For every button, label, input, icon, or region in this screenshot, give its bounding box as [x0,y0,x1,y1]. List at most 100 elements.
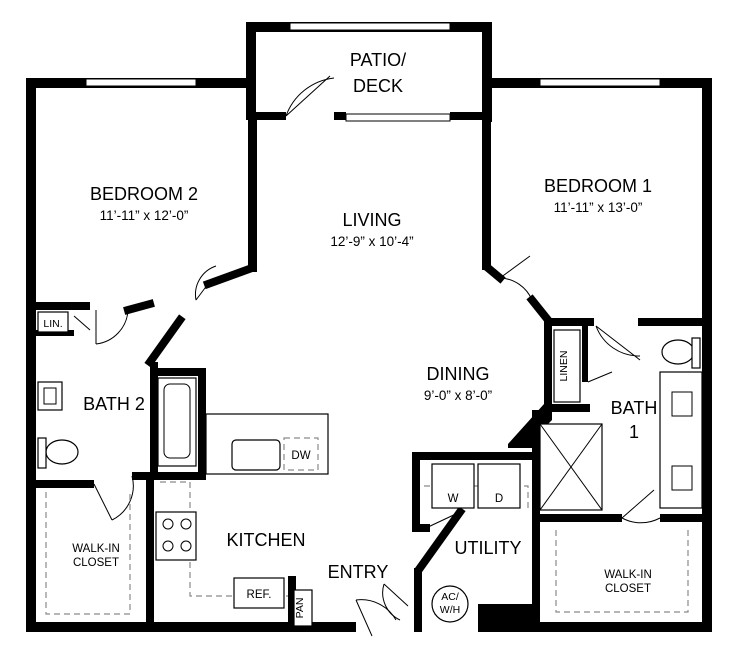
walkin-closet-left-line1: WALK-IN [72,543,120,555]
closet2-shelf [45,492,131,615]
utility-top-wall [412,452,540,460]
patio-door [285,75,335,117]
bottom-wall-right [480,622,712,632]
bath1-label-line1: BATH [611,398,658,418]
burner-icon [162,518,174,530]
walkin-closet-left-line2: CLOSET [73,557,119,569]
patio-top-window [289,22,451,31]
linen-door [587,371,613,383]
bath1-toilet [661,339,695,365]
burner-icon [180,518,192,530]
bath2-right-wall [150,362,158,472]
dishwasher [283,437,319,471]
bath2-door [95,309,129,345]
utility-left-wall [412,452,420,528]
bedroom1-bottom-wall-right [638,318,708,326]
bottom-wall-left [26,622,356,632]
washer-label: W [448,493,459,505]
walkin-closet-right-line1: WALK-IN [604,569,652,581]
linen-left-wall [544,318,552,412]
bedroom2-label: BEDROOM 2 [90,184,198,204]
kitchen-closet-wall [146,472,154,626]
bedroom2-window [85,78,197,87]
patio-bottom-wall-right [450,112,490,120]
bath1-label-line2: 1 [629,422,639,442]
patio-left-wall [246,22,256,118]
dining-dims: 9’-0” x 8’-0” [424,388,492,403]
windows [85,22,661,122]
patio-label-line1: PATIO/ [350,50,406,70]
bath2-tub-wall [150,368,206,376]
bath2-closet-wall-right [132,472,206,480]
bath2-toilet-tank [37,437,47,469]
refrigerator-label: REF. [247,589,272,601]
dining-label: DINING [427,364,490,384]
bedroom2-door [195,265,217,301]
pantry [293,589,313,627]
pantry-label: PAN [294,598,306,619]
lin-closet [37,311,69,333]
linen-right-wall [582,326,588,382]
closet1-top-wall [536,514,622,522]
patio-bottom-wall-left [246,112,286,120]
ac-wh-unit [431,585,469,623]
patio-bottom-window [345,113,451,122]
bath1-door [595,325,641,361]
bath2-label: BATH 2 [83,394,145,414]
closet1-top-wall-right [660,514,706,522]
closet1-shelf [555,530,689,613]
bedroom1-door [499,255,533,301]
utility-diagonal-block [508,404,552,448]
living-label: LIVING [342,210,401,230]
dryer [477,463,521,509]
ac-wh-label-line1: AC/ [441,591,459,603]
bedroom2-right-wall [248,112,257,272]
living-dims: 12’-9” x 10’-4” [330,234,413,249]
walkin-closet-right-line2: CLOSET [605,583,651,595]
closet2-door [93,475,134,521]
closet1-door [621,489,661,524]
entry-label: ENTRY [328,562,389,582]
burner-icon [180,540,192,552]
lin-label: LIN. [43,318,62,330]
bath1-vanity [659,371,703,509]
bath1-sink-top [671,391,693,417]
bath2-toilet [45,439,79,465]
kitchen-sink [231,439,281,471]
fixtures [37,311,703,627]
bath2-tub-inner [163,383,191,459]
bath2-vanity [37,381,63,411]
burner-icon [162,540,174,552]
refrigerator [233,577,285,609]
ac-left-wall [414,568,422,632]
patio-right-wall [482,22,492,122]
doors [73,75,661,637]
bedroom1-window [539,78,661,87]
bedroom2-bottom-wall [30,302,90,310]
labels: PATIO/ DECK BEDROOM 2 11’-11” x 12’-0” B… [43,50,657,618]
lin-door [73,315,91,331]
right-exterior-wall [702,78,712,630]
entry-bottom-block [478,604,540,632]
linen-label: LINEN [558,351,570,382]
bath2-closet-wall [30,480,94,488]
stove [155,511,197,561]
pantry-wall [288,576,296,626]
utility-label: UTILITY [454,538,521,558]
patio-label-line2: DECK [353,76,403,96]
lin-closet-wall [34,330,74,336]
ac-door [382,583,409,621]
shower-left-wall [532,410,540,612]
linen-closet [553,329,581,403]
left-exterior-wall [26,80,36,632]
washer [431,463,475,509]
bath1-sink-bottom [671,465,693,491]
bedroom1-label: BEDROOM 1 [544,176,652,196]
ac-wh-label-line2: W/H [440,604,460,616]
bedroom1-bottom-wall [544,318,594,326]
linen-bottom-wall [544,404,590,412]
dishwasher-label: DW [291,450,310,462]
bedroom2-dims: 11’-11” x 12’-0” [100,208,189,223]
bath1-toilet-tank [691,337,701,369]
